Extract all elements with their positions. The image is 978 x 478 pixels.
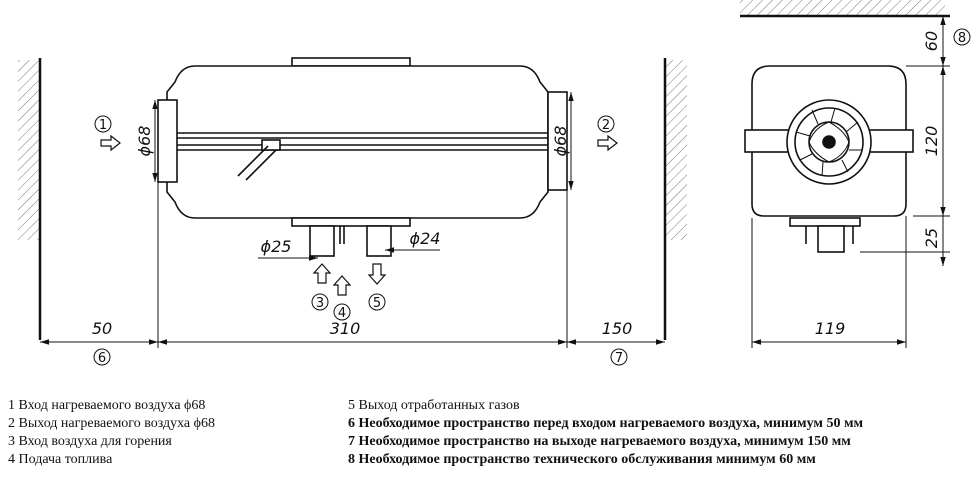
heater-side-view xyxy=(157,57,568,257)
inlet-arrow xyxy=(100,134,121,152)
callout-5: 5 xyxy=(373,296,381,311)
callout-circles xyxy=(93,28,971,366)
dim-25: 25 xyxy=(922,228,941,248)
dim-50: 50 xyxy=(92,319,112,338)
callout-4: 4 xyxy=(338,306,346,321)
combustion-air-arrow xyxy=(312,263,332,284)
legend-left: 1 Вход нагреваемого воздуха ϕ68 2 Выход … xyxy=(8,397,215,469)
dim-150: 150 xyxy=(602,319,633,338)
right-wall xyxy=(663,58,687,340)
legend-item-3: 3 Вход воздуха для горения xyxy=(8,434,172,449)
flow-arrows xyxy=(100,134,618,296)
dim-phi25: ϕ25 xyxy=(261,237,292,256)
dimension-lines xyxy=(40,16,950,348)
legend-item-4: 4 Подача топлива xyxy=(8,452,113,467)
fuel-arrow xyxy=(332,275,352,296)
legend-item-7: 7 Необходимое пространство на выходе наг… xyxy=(348,434,851,449)
callout-8: 8 xyxy=(958,31,966,46)
callout-7: 7 xyxy=(615,351,623,366)
dim-phi24: ϕ24 xyxy=(410,229,441,248)
legend-item-5: 5 Выход отработанных газов xyxy=(348,398,520,413)
callout-3: 3 xyxy=(316,296,324,311)
dim-120: 120 xyxy=(922,126,941,157)
callout-6: 6 xyxy=(98,351,106,366)
left-wall xyxy=(18,58,42,340)
dim-phi68-outlet: ϕ68 xyxy=(551,126,570,157)
heater-front-view xyxy=(744,65,914,253)
dim-phi68-inlet: ϕ68 xyxy=(135,126,154,157)
top-wall xyxy=(740,0,950,18)
technical-drawing: ϕ68 ϕ68 ϕ25 ϕ24 50 310 150 119 60 120 25… xyxy=(18,0,971,366)
dim-119: 119 xyxy=(815,319,846,338)
dim-60: 60 xyxy=(922,31,941,51)
outlet-arrow xyxy=(597,134,618,152)
legend-item-2: 2 Выход нагреваемого воздуха ϕ68 xyxy=(8,416,216,431)
legend-item-1: 1 Вход нагреваемого воздуха ϕ68 xyxy=(8,398,206,413)
dim-310: 310 xyxy=(330,319,361,338)
callout-1: 1 xyxy=(99,118,107,133)
legend-item-8: 8 Необходимое пространство технического … xyxy=(348,452,816,467)
exhaust-arrow xyxy=(367,263,387,285)
legend-right: 5 Выход отработанных газов 6 Необходимое… xyxy=(348,397,863,469)
legend-item-6: 6 Необходимое пространство перед входом … xyxy=(348,416,864,431)
callout-2: 2 xyxy=(602,118,610,133)
